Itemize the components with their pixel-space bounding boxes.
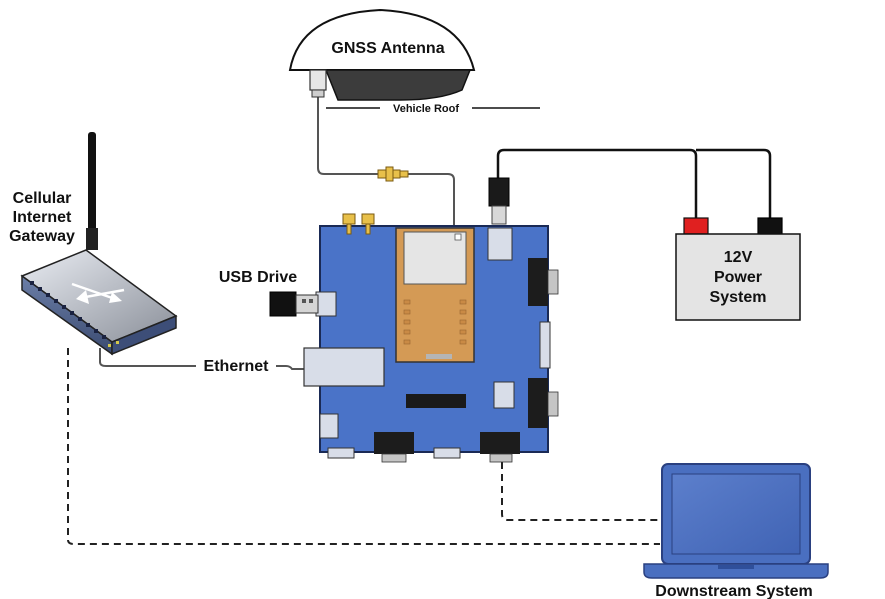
- cellular-label-line3: Gateway: [9, 228, 75, 245]
- power-cable-positive: [496, 148, 698, 220]
- power-label-line2: Power: [714, 269, 762, 286]
- gnss-antenna-label: GNSS Antenna: [331, 40, 444, 57]
- usb-drive-label: USB Drive: [219, 269, 297, 286]
- cellular-label-line1: Cellular: [13, 190, 72, 207]
- serial-dashed-link: [501, 462, 660, 521]
- ethernet-cable: [99, 348, 196, 367]
- vehicle-roof-label: Vehicle Roof: [393, 103, 459, 115]
- battery-icon: [675, 217, 801, 321]
- gateway-dashed-link: [67, 348, 660, 545]
- downstream-label: Downstream System: [655, 583, 812, 599]
- gnss-antenna: GNSS Antenna: [288, 8, 476, 101]
- router-icon: [20, 132, 178, 356]
- power-plug: [488, 177, 510, 225]
- laptop-icon: [643, 463, 829, 579]
- power-label-line1: 12V: [724, 249, 753, 266]
- usb-drive-icon: [269, 291, 319, 317]
- circuit-board-icon: [303, 213, 559, 463]
- sma-connector: [377, 166, 409, 182]
- power-cable-negative: [696, 148, 772, 220]
- cellular-label-line2: Internet: [13, 209, 72, 226]
- power-label-line3: System: [710, 289, 767, 306]
- ethernet-label: Ethernet: [204, 358, 270, 375]
- ethernet-cable-board: [276, 365, 304, 370]
- antenna-icon: [288, 8, 476, 71]
